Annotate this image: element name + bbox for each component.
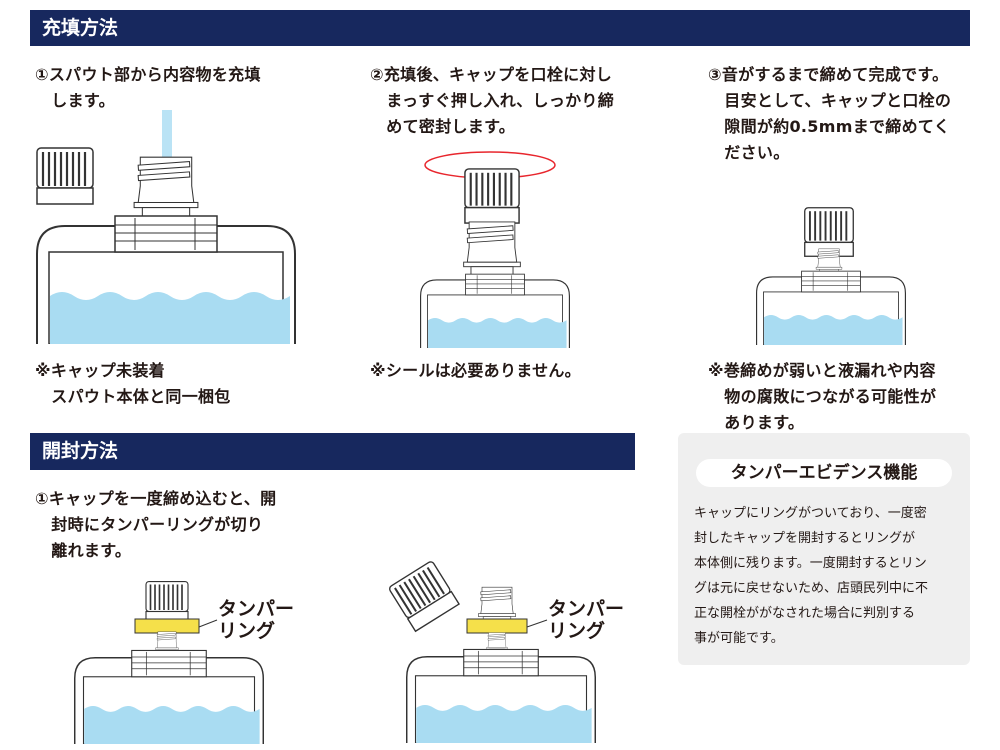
filling-step-3: ③音がするまで締めて完成です。 目安として、キャップと口栓の 隙間が約0.5mm… [708, 65, 952, 162]
tamper-ring-label-2: タンパー リング [548, 598, 625, 642]
filling-note-2: ※シールは必要ありません。 [370, 361, 581, 380]
tamper-ring [466, 618, 528, 634]
opening-illustration-1 [73, 580, 265, 744]
filling-step-1: ①スパウト部から内容物を充填 します。 [35, 65, 261, 110]
tamper-ring [134, 618, 200, 634]
tamper-evidence-body: キャップにリングがついており、一度密 封したキャップを開封するとリングが 本体側… [694, 506, 929, 646]
filling-illustration-1 [35, 110, 296, 344]
filling-note-1: ※キャップ未装着 スパウト本体と同一梱包 [35, 361, 231, 406]
filling-section-header: 充填方法 [30, 10, 970, 46]
tamper-evidence-box: タンパーエビデンス機能 キャップにリングがついており、一度密 封したキャップを開… [678, 433, 970, 665]
filling-illustration-3 [755, 206, 907, 345]
opening-illustration-2 [387, 559, 597, 743]
opening-step-1: ①キャップを一度締め込むと、開 封時にタンパーリングが切り 離れます。 [35, 489, 277, 560]
filling-illustration-2 [419, 151, 571, 348]
tamper-evidence-title: タンパーエビデンス機能 [696, 459, 952, 487]
opening-section-header: 開封方法 [30, 433, 635, 470]
filling-note-3: ※巻締めが弱いと液漏れや内容 物の腐敗につながる可能性が あります。 [708, 361, 937, 432]
tamper-ring-label-1: タンパー リング [218, 598, 295, 642]
filling-step-2: ②充填後、キャップを口栓に対し まっすぐ押し入れ、しっかり締 めて密封します。 [370, 65, 615, 136]
